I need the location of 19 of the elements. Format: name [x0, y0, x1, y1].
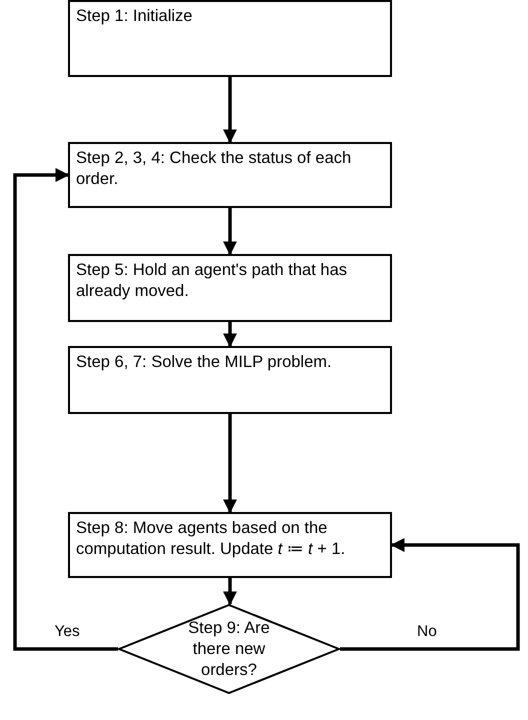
decision-diamond	[118, 604, 340, 694]
process-box	[68, 254, 392, 322]
arrow	[223, 322, 237, 348]
step-text: Step 8: Move agents based on the computation result. Update t ≔ t + 1.	[76, 519, 346, 558]
arrow	[223, 208, 237, 256]
arrow	[223, 578, 237, 606]
step-text: Step 1: Initialize	[76, 7, 192, 25]
step-text: Step 5: Hold an agent's path that has already moved.	[76, 261, 348, 300]
step-text: Step 9: Are there new orders?	[187, 618, 271, 680]
step-text: Step 6, 7: Solve the MILP problem.	[76, 353, 332, 371]
arrow	[223, 414, 237, 514]
step-text: Step 2, 3, 4: Check the status of each order.	[76, 149, 352, 188]
arrow	[223, 77, 237, 144]
process-box	[68, 512, 392, 578]
process-box	[68, 0, 392, 77]
arrow	[13, 168, 118, 651]
arrow	[340, 538, 520, 651]
process-box	[68, 346, 392, 414]
process-box	[68, 142, 392, 208]
